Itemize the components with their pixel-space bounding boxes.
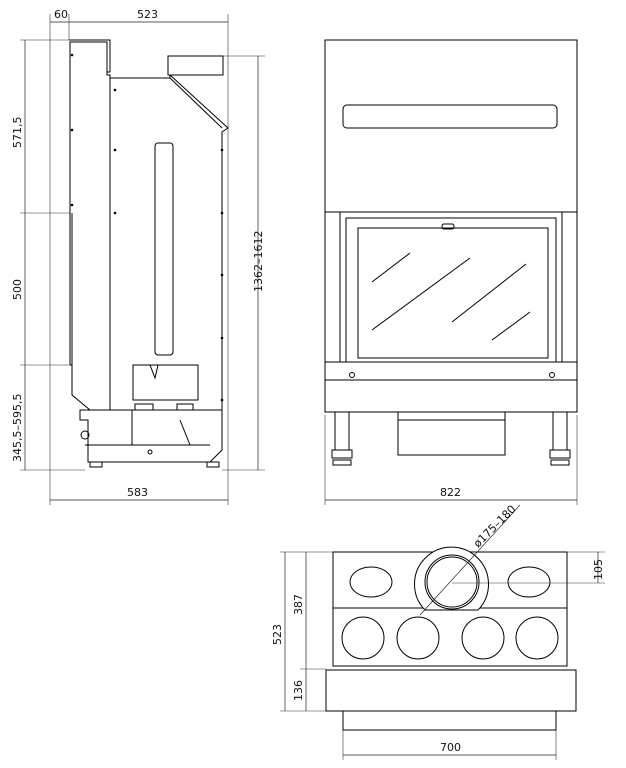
dim-387: 387 [292,594,305,615]
dim-105: 105 [592,559,605,580]
dim-flue-diameter: ø175–180 [471,503,519,551]
dim-345-595: 345,5–595,5 [11,394,24,462]
dim-822: 822 [440,486,461,499]
side-view: 60 523 571,5 500 345,5–595,5 1362–1612 5… [11,8,265,505]
dim-523: 523 [137,8,158,21]
dim-523-depth: 523 [271,624,284,645]
dim-571-5: 571,5 [11,117,24,149]
dim-60: 60 [54,8,68,21]
dim-500: 500 [11,279,24,300]
top-view: ø175–180 105 523 387 136 700 [271,503,605,760]
dim-700: 700 [440,741,461,754]
front-view: 822 [324,39,578,505]
dim-136: 136 [292,680,305,701]
vent-openings [341,566,559,660]
dim-1362-1612: 1362–1612 [252,231,265,293]
dim-583: 583 [127,486,148,499]
